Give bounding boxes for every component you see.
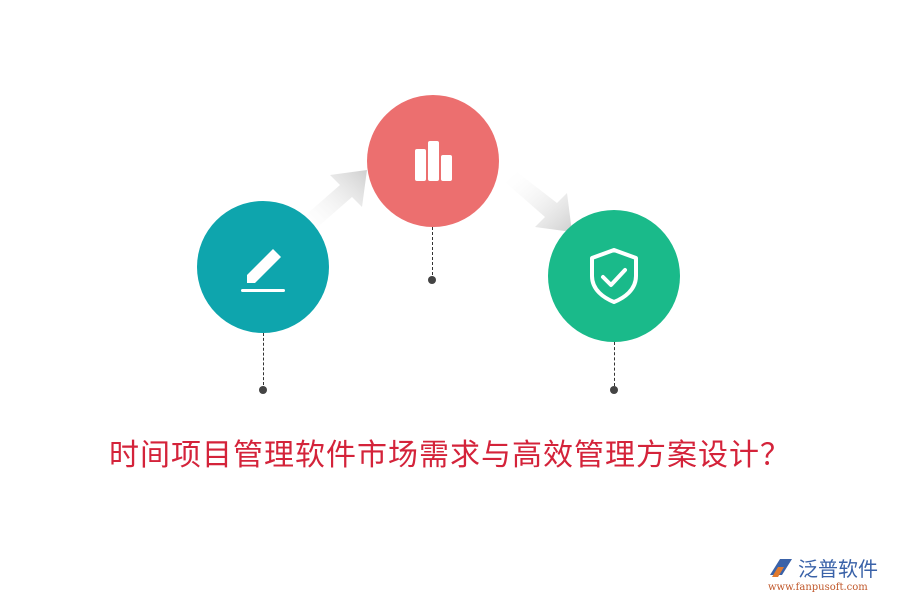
arrow-up-right-icon	[300, 170, 367, 230]
step-2-circle	[367, 95, 499, 227]
bar-chart-icon	[415, 141, 452, 181]
step-1-dot	[259, 386, 267, 394]
logo-url: www.fanpusoft.com	[768, 582, 868, 593]
arrow-down-right-icon	[505, 172, 572, 232]
step-2-dot	[428, 276, 436, 284]
step-3-circle	[548, 210, 680, 342]
logo-name: 泛普软件	[798, 557, 878, 581]
fanpu-logo-icon	[770, 558, 792, 577]
step-1-connector	[263, 333, 264, 385]
shield-check-icon	[590, 248, 638, 304]
step-3-dot	[610, 386, 618, 394]
step-1-circle	[197, 201, 329, 333]
edit-pencil-icon	[241, 249, 285, 292]
step-3-connector	[614, 342, 615, 386]
diagram-title: 时间项目管理软件市场需求与高效管理方案设计？	[109, 438, 791, 473]
brand-logo: 泛普软件 www.fanpusoft.com	[768, 553, 898, 593]
step-2-connector	[432, 227, 433, 275]
